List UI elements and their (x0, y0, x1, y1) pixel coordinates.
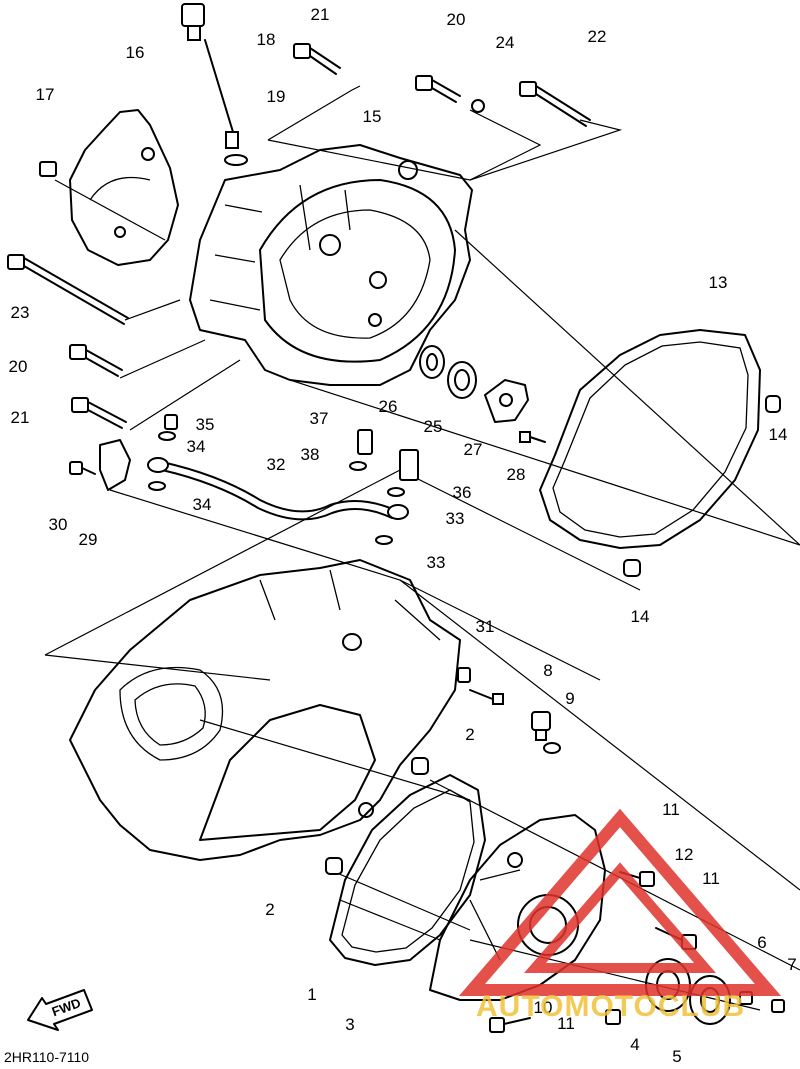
callout-c25: 25 (424, 417, 443, 436)
callout-c34a: 34 (187, 437, 206, 456)
callout-c19: 19 (267, 87, 286, 106)
callout-c20a: 20 (447, 10, 466, 29)
callout-c22: 22 (588, 27, 607, 46)
callout-c31: 31 (476, 617, 495, 636)
callout-c2a: 2 (465, 725, 474, 744)
part-16-cover-plate (69, 109, 179, 266)
callout-c37: 37 (310, 409, 329, 428)
callout-c21a: 21 (311, 5, 330, 24)
callout-c18: 18 (257, 30, 276, 49)
callout-c28: 28 (507, 465, 526, 484)
callout-c10: 10 (534, 998, 553, 1017)
parts-33-38-fittings (148, 414, 419, 545)
callout-c14a: 14 (769, 425, 788, 444)
callout-c23: 23 (11, 303, 30, 322)
callout-c11c: 11 (557, 1014, 575, 1033)
part-14-dowels (623, 395, 781, 577)
callout-c21b: 21 (11, 408, 30, 427)
crankcase (69, 559, 461, 861)
parts-8-9-plug (531, 711, 561, 754)
part-19-o-ring (224, 154, 248, 166)
callout-c3: 3 (345, 1015, 354, 1034)
callout-c2b: 2 (265, 900, 274, 919)
callout-c27: 27 (464, 440, 483, 459)
parts-29-30-bracket (69, 439, 131, 491)
callout-c6: 6 (757, 933, 766, 952)
callout-c20b: 20 (9, 357, 28, 376)
callout-c26: 26 (379, 397, 398, 416)
part-17-bolt (39, 161, 57, 177)
callout-c34b: 34 (193, 495, 212, 514)
callout-c17: 17 (36, 85, 55, 104)
parts-2-31-dowels (325, 667, 504, 875)
callout-c15: 15 (363, 107, 382, 126)
callout-c35: 35 (196, 415, 215, 434)
callout-c4: 4 (630, 1035, 639, 1054)
callout-c24: 24 (496, 33, 515, 52)
callout-c30: 30 (49, 515, 68, 534)
fwd-arrow: FWD (27, 989, 93, 1031)
reference-lines (44, 85, 800, 1011)
callout-c5: 5 (672, 1047, 681, 1066)
callout-c7: 7 (787, 955, 796, 974)
callout-c11b: 11 (702, 869, 720, 888)
callout-c13: 13 (709, 273, 728, 292)
callout-c1: 1 (307, 985, 316, 1004)
bolts-upper (7, 43, 591, 429)
callout-c38: 38 (301, 445, 320, 464)
part-13-gasket (539, 329, 761, 549)
part-32-oil-pipe (147, 457, 409, 521)
callout-c16: 16 (126, 43, 145, 62)
callout-c11a: 11 (662, 800, 680, 819)
callout-c36: 36 (453, 483, 472, 502)
watermark-text: AUTOMOTOCLUB (476, 990, 745, 1023)
callout-c12: 12 (675, 845, 694, 864)
callout-c14b: 14 (631, 607, 650, 626)
callout-c32: 32 (267, 455, 286, 474)
callout-c33a: 33 (446, 509, 465, 528)
callout-c33b: 33 (427, 553, 446, 572)
callout-c8: 8 (543, 661, 552, 680)
automotoclub-watermark: AUTOMOTOCLUB (458, 808, 782, 1023)
part-18-dipstick (181, 3, 239, 149)
part-1-gasket (329, 774, 486, 966)
callout-c29: 29 (79, 530, 98, 549)
callout-c9: 9 (565, 689, 574, 708)
parts-25-28-seals-bearing (419, 345, 546, 443)
part-15-crankcase-cover (189, 144, 473, 386)
diagram-code: 2HR110-7110 (4, 1049, 89, 1065)
